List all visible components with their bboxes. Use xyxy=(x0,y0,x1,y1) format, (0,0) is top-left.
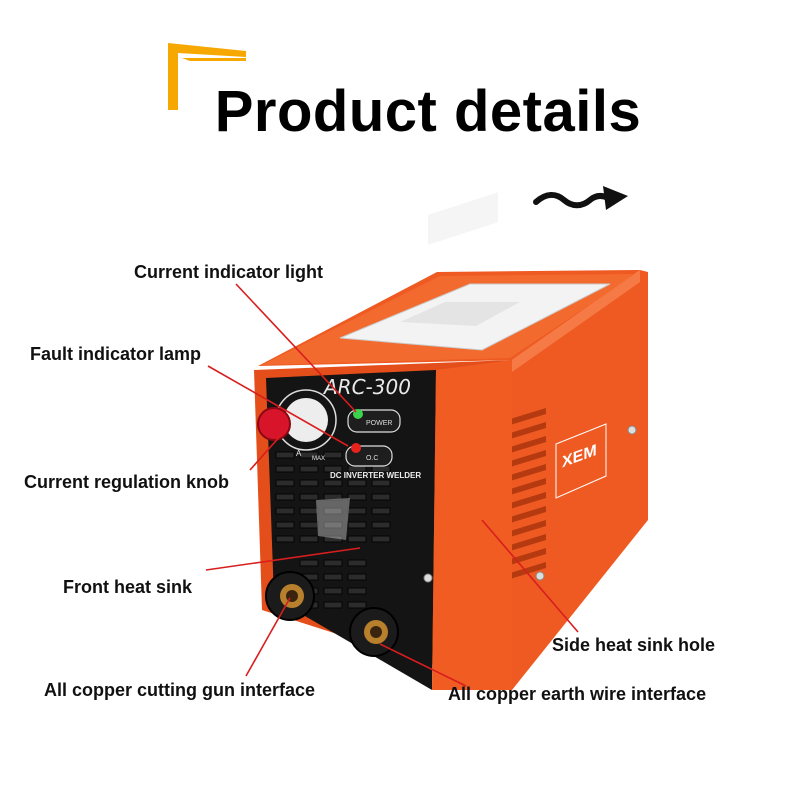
leader-fault-lamp xyxy=(207,365,349,447)
wavy-arrow-icon xyxy=(533,186,628,210)
label-side-heat-sink-hole: Side heat sink hole xyxy=(552,635,716,655)
leader-earth xyxy=(379,643,467,687)
welder-machine: XEM xyxy=(254,192,648,690)
leader-front-sink xyxy=(205,547,361,571)
label-cutting-gun-interface: All copper cutting gun interface xyxy=(44,680,316,700)
current-regulation-knob[interactable] xyxy=(257,407,291,441)
fault-indicator-lamp xyxy=(351,443,361,453)
knob-max: MAX xyxy=(312,456,325,462)
label-current-indicator-light: Current indicator light xyxy=(134,262,323,282)
label-fault-indicator-lamp: Fault indicator lamp xyxy=(30,344,202,364)
label-front-heat-sink: Front heat sink xyxy=(63,577,193,597)
fault-label: O.C xyxy=(366,455,378,462)
leader-knob xyxy=(249,433,283,471)
power-label: POWER xyxy=(366,420,392,427)
leader-lines xyxy=(205,283,579,687)
page-title: Product details xyxy=(214,79,642,144)
label-earth-wire-interface: All copper earth wire interface xyxy=(448,684,707,704)
earth-wire-socket xyxy=(349,607,399,657)
label-current-regulation-knob: Current regulation knob xyxy=(24,472,230,492)
leader-side-sink xyxy=(481,519,579,633)
front-text: DC INVERTER WELDER xyxy=(330,471,421,480)
cutting-gun-socket xyxy=(265,571,315,621)
knob-unit: A xyxy=(296,449,302,458)
corner-bracket-icon xyxy=(168,43,246,110)
model-name: ARC-300 xyxy=(322,375,411,399)
leader-gun xyxy=(245,597,291,677)
leader-current-light xyxy=(235,283,357,413)
